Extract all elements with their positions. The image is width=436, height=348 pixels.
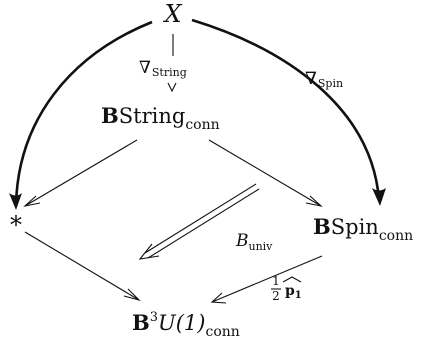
node-bstring: BStringconn [101,103,220,133]
label-half-p1: 1 2 p1 [271,274,302,303]
node-b3u1: B3U(1)conn [132,310,240,340]
arrow-x-to-bspin [191,18,386,206]
arrow-bstring-to-star [23,139,138,207]
label-nabla-spin: ∇Spin [305,69,343,90]
node-star: * [10,211,22,239]
node-x: X [162,0,182,28]
arrow-x-to-star [9,20,153,210]
arrow-x-to-bstring [167,34,177,93]
label-b-univ: Buniv [235,231,273,253]
double-arrow-buniv [138,183,260,260]
hat-accent [282,276,302,283]
arrow-star-to-b3u1 [24,231,141,302]
fraction-numerator: 1 [272,274,280,288]
label-nabla-string: ∇String [139,58,187,79]
arrow-bstring-to-bspin [208,139,323,207]
fraction-denominator: 2 [272,289,280,303]
p1-symbol: p1 [285,283,302,301]
node-bspin: BSpinconn [313,214,413,244]
arrow-bspin-to-b3u1 [210,255,323,304]
